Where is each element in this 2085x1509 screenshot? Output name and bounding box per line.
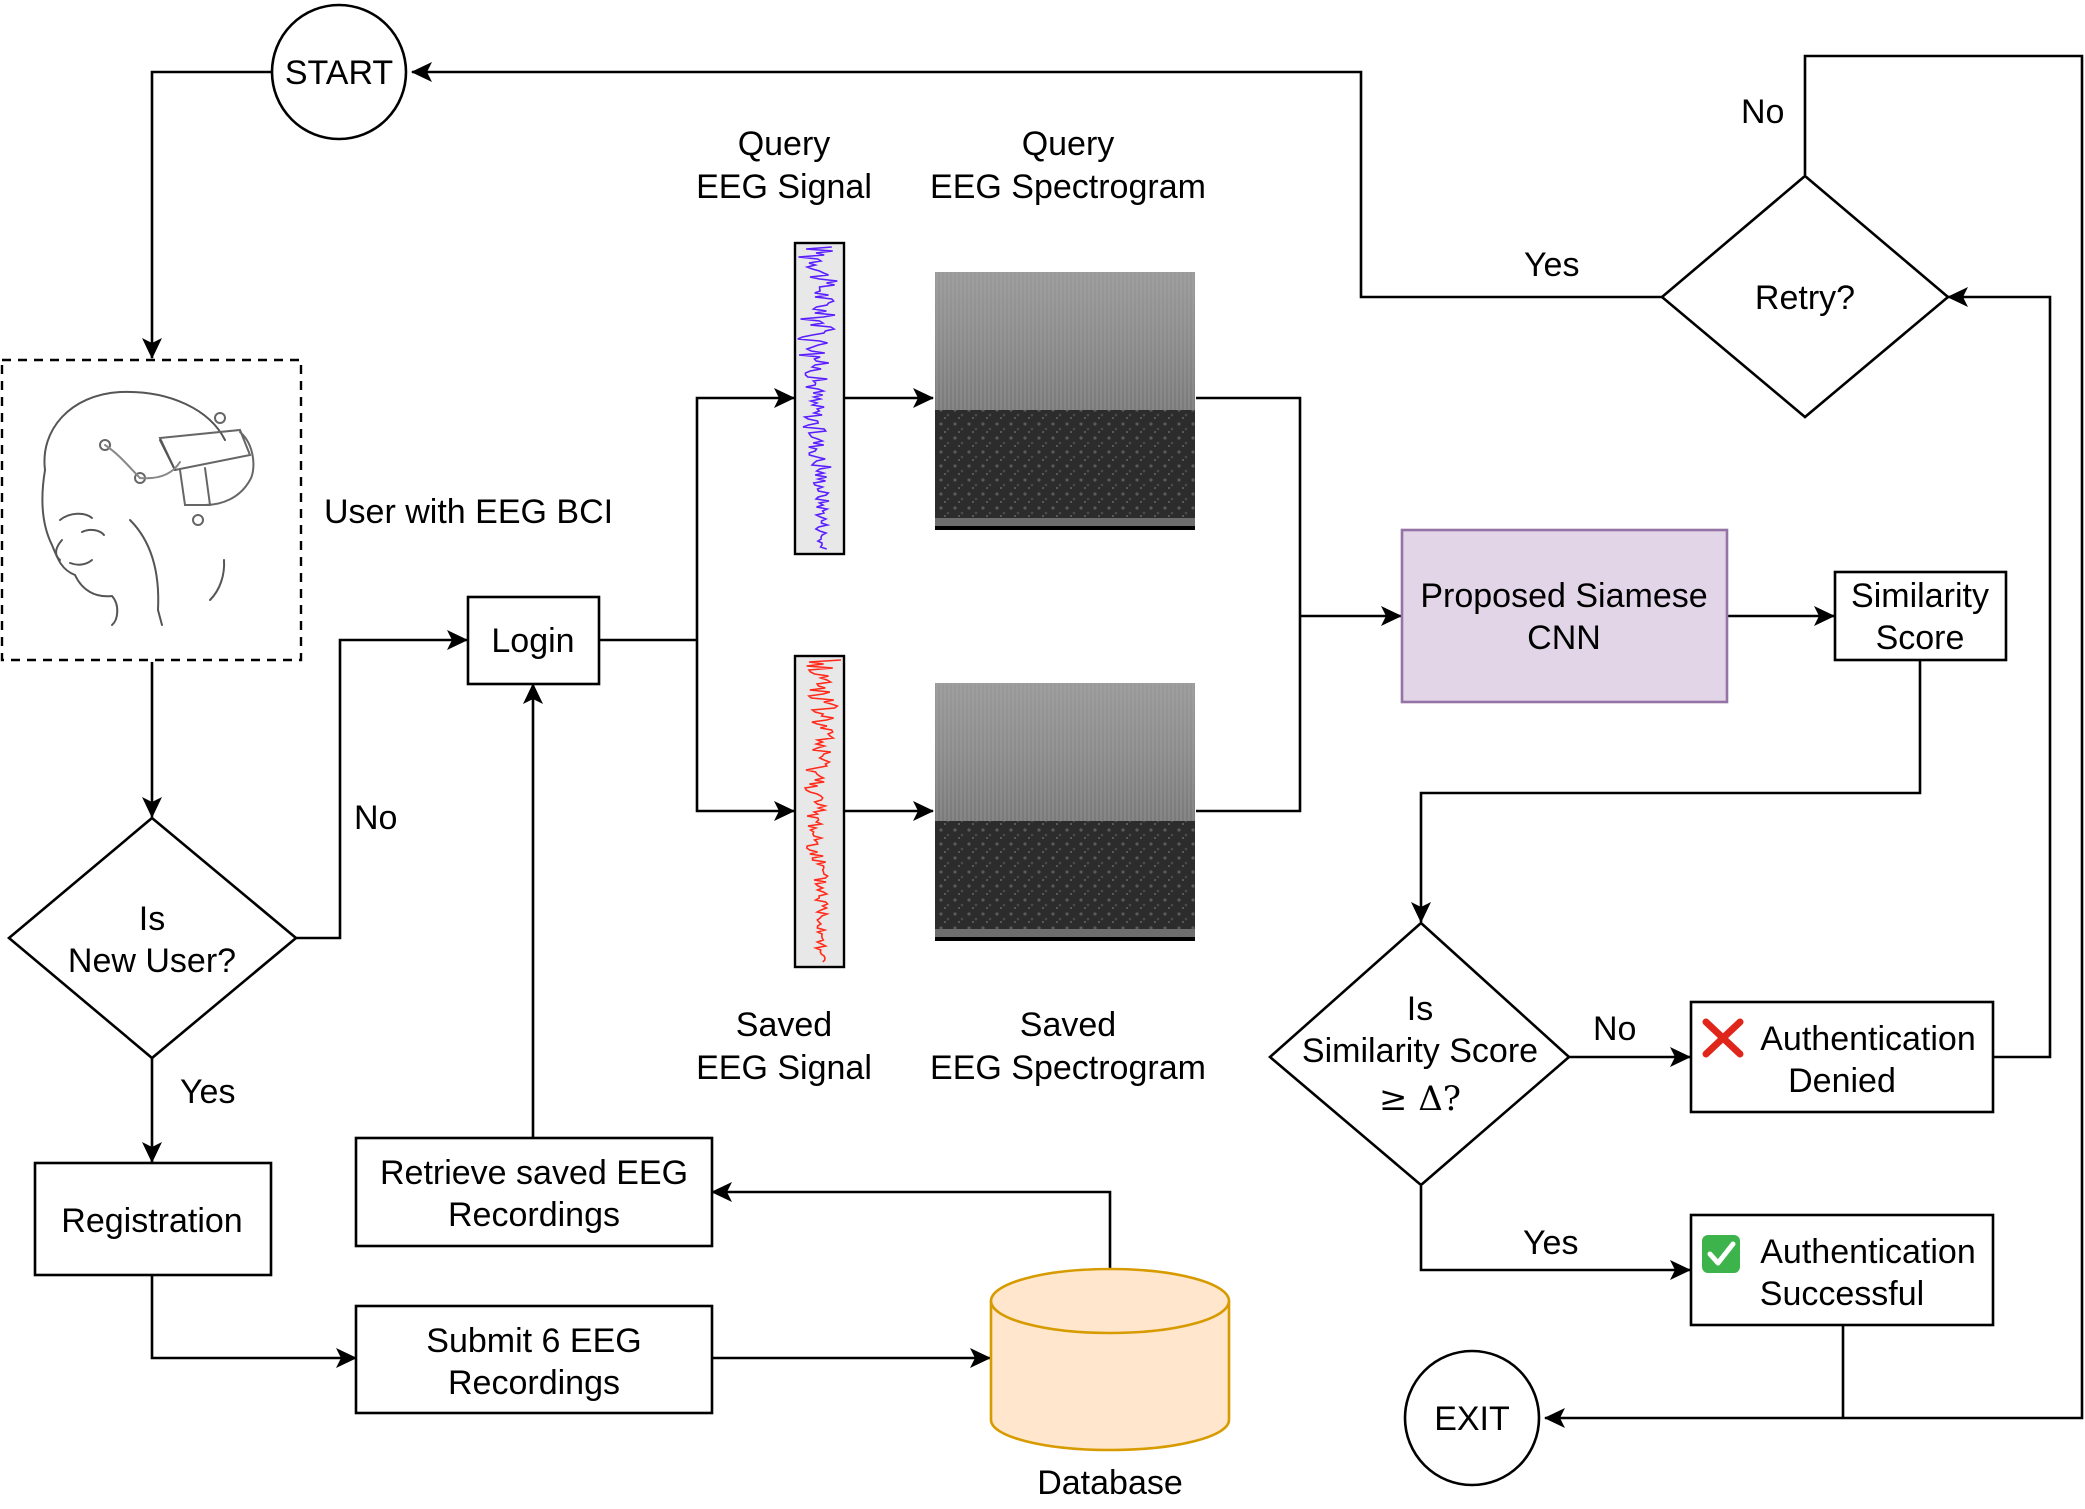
edge-label-new-user-no: No: [354, 799, 397, 837]
new-user-q-line2: New User?: [68, 942, 236, 980]
success-box: Authentication Successful: [1689, 1213, 1995, 1327]
database-label: Database: [1037, 1464, 1183, 1502]
edge-label-threshold-no: No: [1593, 1010, 1636, 1048]
denied-box: Authentication Denied: [1689, 1000, 1995, 1114]
login-box: Login: [466, 595, 601, 686]
registration-label: Registration: [61, 1202, 242, 1240]
saved-signal-strip: [793, 654, 846, 969]
eeg-headset-user-icon: [41, 390, 255, 626]
saved-spectrogram: [935, 683, 1195, 941]
similarity-line2: Score: [1876, 619, 1965, 657]
start-label: START: [285, 54, 393, 92]
edge-query-spectrogram-to-merge: [1196, 396, 1302, 813]
exit-label: EXIT: [1434, 1400, 1510, 1438]
retry-label: Retry?: [1755, 279, 1855, 317]
start-node: START: [270, 3, 408, 141]
retrieve-line1: Retrieve saved EEG: [380, 1154, 688, 1192]
siamese-line1: Proposed Siamese: [1420, 577, 1707, 615]
query-spectrogram: [935, 272, 1195, 530]
edge-split-to-saved-signal: [695, 640, 795, 821]
success-line2: Successful: [1760, 1275, 1924, 1313]
siamese-line2: CNN: [1527, 619, 1601, 657]
user-caption: User with EEG BCI: [324, 493, 613, 531]
database-icon: [989, 1267, 1231, 1452]
success-line1: Authentication: [1760, 1233, 1976, 1271]
threshold-decision: Is Similarity Score ≥ Δ?: [1268, 921, 1571, 1187]
check-mark-icon: [1702, 1235, 1740, 1273]
similarity-score-box: Similarity Score: [1833, 570, 2008, 662]
edge-label-threshold-yes: Yes: [1523, 1224, 1578, 1262]
saved-spectrogram-line1: Saved: [1020, 1006, 1116, 1044]
edge-split-to-query-signal: [695, 388, 795, 640]
siamese-cnn-box: Proposed Siamese CNN: [1400, 528, 1729, 704]
threshold-line3: ≥ Δ?: [1379, 1079, 1461, 1119]
threshold-line2: Similarity Score: [1302, 1032, 1538, 1070]
retrieve-line2: Recordings: [448, 1196, 620, 1234]
saved-spectrogram-line2: EEG Spectrogram: [930, 1049, 1206, 1087]
query-signal-line1: Query: [738, 125, 831, 163]
denied-line2: Denied: [1788, 1062, 1896, 1100]
exit-node: EXIT: [1403, 1349, 1541, 1487]
edge-similarity-to-threshold: [1411, 661, 1922, 923]
threshold-line1: Is: [1407, 990, 1433, 1028]
new-user-q-line1: Is: [139, 900, 165, 938]
connectors: [142, 54, 2084, 1428]
edge-start-to-user: [142, 70, 272, 359]
submit-box: Submit 6 EEG Recordings: [354, 1304, 714, 1415]
edge-newuser-no-to-login: [296, 630, 468, 940]
query-signal-strip: [793, 241, 846, 556]
edge-retry-no-to-exit: [1544, 54, 2084, 1428]
edge-denied-to-retry: [1947, 287, 2052, 1059]
saved-signal-line2: EEG Signal: [696, 1049, 872, 1087]
retry-decision: Retry?: [1659, 174, 1951, 419]
query-signal-line2: EEG Signal: [696, 168, 872, 206]
saved-signal-line1: Saved: [736, 1006, 832, 1044]
submit-line1: Submit 6 EEG: [426, 1322, 641, 1360]
edge-database-to-retrieve: [711, 1182, 1112, 1268]
registration-box: Registration: [33, 1161, 273, 1277]
edge-threshold-yes-to-success: [1419, 1186, 1691, 1280]
denied-line1: Authentication: [1760, 1020, 1976, 1058]
edge-registration-to-submit: [150, 1276, 357, 1368]
edge-label-retry-yes: Yes: [1524, 246, 1579, 284]
new-user-decision: Is New User?: [6, 816, 299, 1060]
similarity-line1: Similarity: [1851, 577, 1989, 615]
edge-label-new-user-yes: Yes: [180, 1073, 235, 1111]
edge-label-retry-no: No: [1741, 93, 1784, 131]
edge-retry-yes-to-start: [411, 62, 1662, 299]
user-eeg-bci: User with EEG BCI: [0, 358, 613, 662]
login-label: Login: [491, 622, 574, 660]
eeg-waveform-red-icon: [803, 659, 842, 963]
query-spectrogram-line1: Query: [1022, 125, 1115, 163]
query-spectrogram-line2: EEG Spectrogram: [930, 168, 1206, 206]
submit-line2: Recordings: [448, 1364, 620, 1402]
retrieve-box: Retrieve saved EEG Recordings: [354, 1136, 714, 1248]
eeg-waveform-blue-icon: [797, 246, 838, 550]
cross-mark-icon: [1702, 1018, 1744, 1058]
